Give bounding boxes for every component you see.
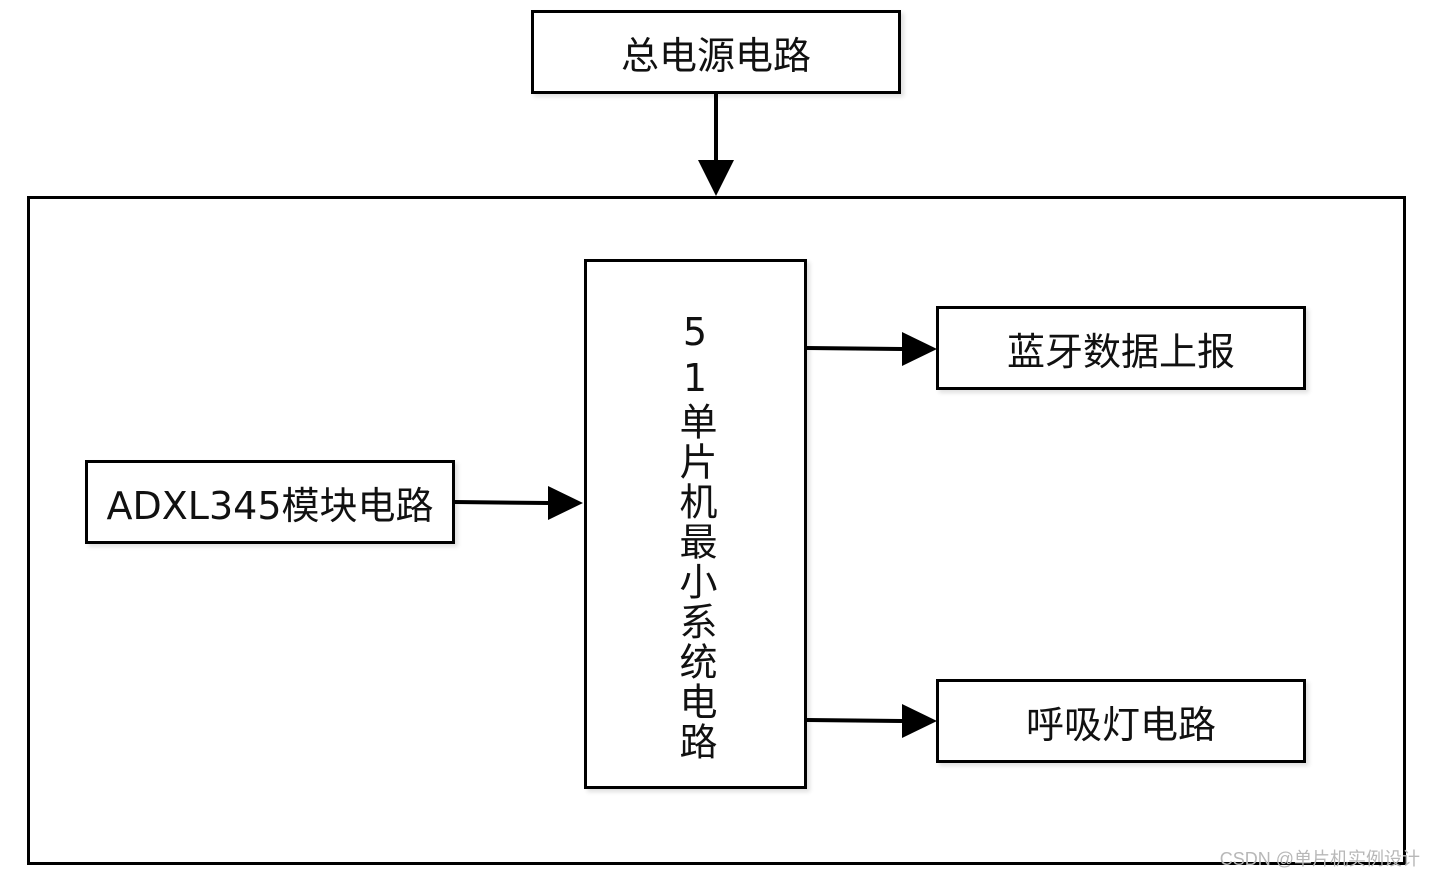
arrowhead-power-to-system bbox=[698, 160, 734, 196]
sensor-block: ADXL345模块电路 bbox=[85, 460, 455, 544]
system-boundary-frame bbox=[27, 196, 1406, 865]
bluetooth-label: 蓝牙数据上报 bbox=[1006, 329, 1235, 374]
arrow-mcu-to-bluetooth bbox=[806, 346, 903, 351]
power-supply-label: 总电源电路 bbox=[620, 33, 811, 78]
arrowhead-mcu-to-breathing-light bbox=[902, 704, 937, 738]
watermark-text: CSDN @单片机实例设计 bbox=[1219, 849, 1420, 869]
arrowhead-mcu-to-bluetooth bbox=[902, 332, 937, 366]
sensor-label: ADXL345模块电路 bbox=[106, 483, 434, 528]
power-supply-block: 总电源电路 bbox=[531, 10, 901, 94]
mcu-block: 51单片机最小系统电路 bbox=[584, 259, 807, 789]
arrow-sensor-to-mcu bbox=[453, 500, 549, 505]
bluetooth-block: 蓝牙数据上报 bbox=[936, 306, 1306, 390]
breathing-light-label: 呼吸灯电路 bbox=[1025, 702, 1216, 747]
mcu-label: 51单片机最小系统电路 bbox=[673, 310, 717, 762]
arrowhead-sensor-to-mcu bbox=[548, 486, 583, 520]
arrow-mcu-to-breathing-light bbox=[806, 718, 903, 723]
breathing-light-block: 呼吸灯电路 bbox=[936, 679, 1306, 763]
